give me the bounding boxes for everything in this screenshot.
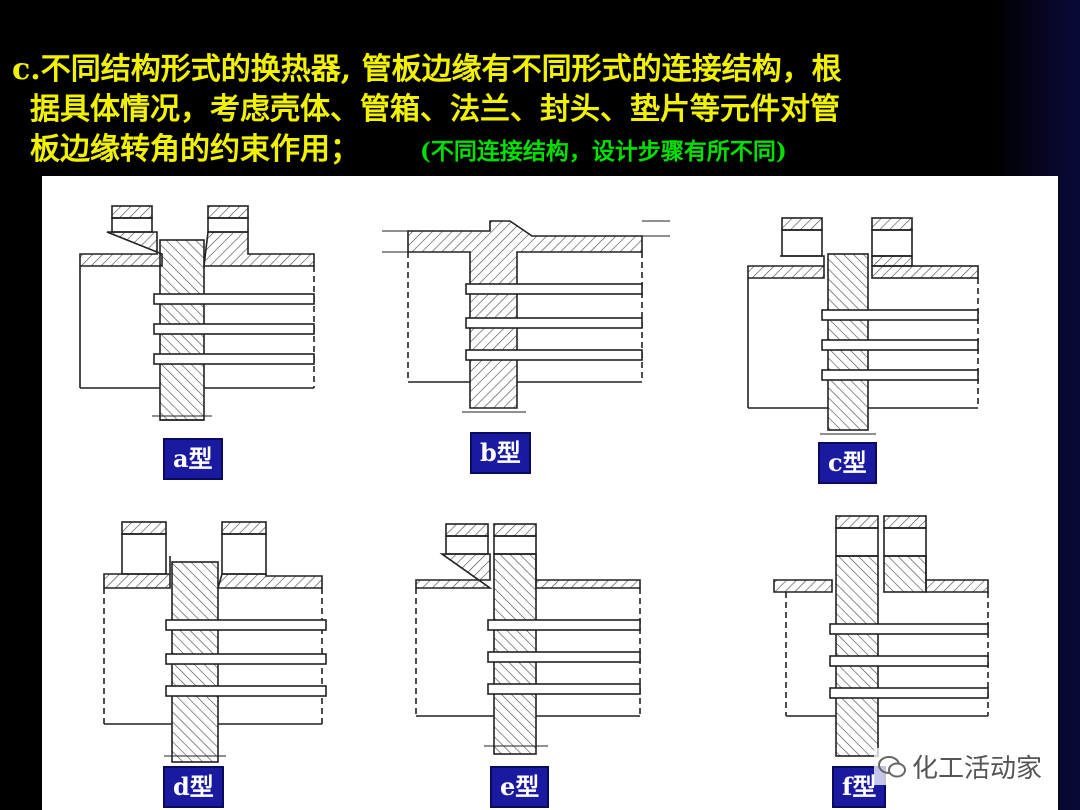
diagram-d	[103, 521, 327, 763]
title-line-1: c.不同结构形式的换热器, 管板边缘有不同形式的连接结构，根	[12, 52, 842, 87]
label-b: b型	[470, 432, 531, 474]
watermark: 化工活动家	[873, 748, 1046, 785]
title-note: (不同连接结构，设计步骤有所不同)	[420, 138, 787, 165]
title-line-3-text: 板边缘转角的约束作用；	[30, 132, 360, 167]
title-line-3: 板边缘转角的约束作用； (不同连接结构，设计步骤有所不同)	[12, 130, 1072, 172]
diagram-e	[415, 523, 641, 755]
label-e: e型	[490, 766, 550, 808]
label-a: a型	[163, 438, 223, 480]
diagram-f	[773, 515, 989, 757]
slide-title: c.不同结构形式的换热器, 管板边缘有不同形式的连接结构，根 据具体情况，考虑壳…	[12, 50, 1072, 172]
title-line-2: 据具体情况，考虑壳体、管箱、法兰、封头、垫片等元件对管	[30, 92, 840, 127]
diagram-a	[79, 205, 315, 421]
structure-drawings	[79, 205, 989, 763]
label-d: d型	[163, 766, 224, 808]
label-c: c型	[818, 442, 877, 484]
watermark-text: 化工活动家	[911, 754, 1042, 784]
diagram-c	[747, 217, 979, 435]
wechat-icon	[877, 755, 906, 777]
diagram-b	[382, 220, 670, 413]
structure-figure	[42, 176, 1058, 810]
